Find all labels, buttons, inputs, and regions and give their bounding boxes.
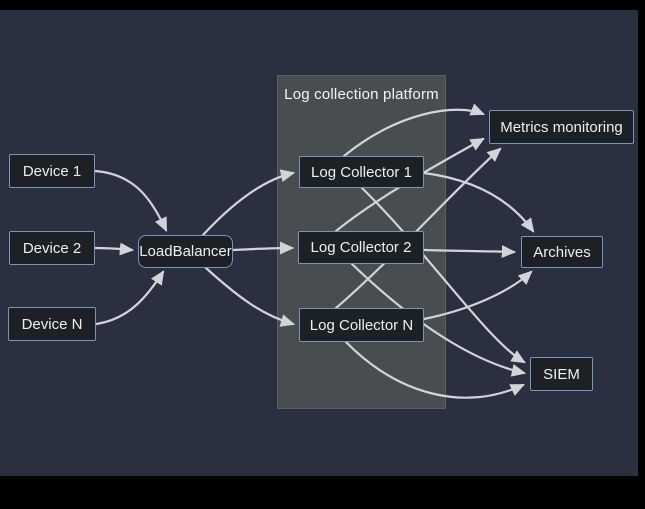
diagram-canvas: Log collection platform Device 1 Device … bbox=[0, 10, 638, 476]
edge-log-collector-1-metrics-monitoring bbox=[342, 103, 485, 158]
edge-log-collector-2-siem bbox=[350, 262, 527, 377]
node-label: SIEM bbox=[543, 365, 580, 383]
node-siem: SIEM bbox=[530, 357, 593, 391]
edge-device-n-loadbalancer bbox=[94, 270, 165, 326]
node-label: LoadBalancer bbox=[139, 243, 232, 260]
node-device-1: Device 1 bbox=[9, 154, 95, 188]
node-device-2: Device 2 bbox=[9, 231, 95, 265]
node-label: Log Collector N bbox=[309, 316, 414, 334]
edge-device-1-loadbalancer bbox=[93, 169, 168, 232]
node-label: Device N bbox=[21, 315, 83, 333]
node-archives: Archives bbox=[521, 236, 603, 268]
edge-device-2-loadbalancer bbox=[93, 242, 135, 256]
edge-loadbalancer-log-collector-1 bbox=[201, 169, 296, 237]
node-label: Log Collector 2 bbox=[310, 239, 412, 256]
node-label: Metrics monitoring bbox=[500, 118, 623, 136]
node-metrics-monitoring: Metrics monitoring bbox=[489, 110, 634, 144]
edge-loadbalancer-log-collector-2 bbox=[231, 241, 295, 255]
node-label: Device 1 bbox=[22, 162, 82, 180]
node-log-collector-n: Log Collector N bbox=[299, 308, 424, 342]
node-device-n: Device N bbox=[8, 307, 96, 341]
edge-log-collector-n-archives bbox=[422, 270, 533, 321]
edge-log-collector-1-archives bbox=[422, 171, 535, 233]
node-label: Archives bbox=[533, 243, 591, 261]
edge-log-collector-n-siem bbox=[344, 340, 525, 399]
node-loadbalancer: LoadBalancer bbox=[138, 235, 233, 268]
group-title: Log collection platform bbox=[284, 86, 439, 103]
edge-log-collector-1-siem bbox=[360, 186, 526, 364]
edges-layer bbox=[93, 103, 535, 399]
edge-loadbalancer-log-collector-n bbox=[204, 266, 296, 327]
node-label: Log Collector 1 bbox=[311, 163, 412, 181]
node-label: Device 2 bbox=[22, 239, 82, 257]
edge-log-collector-n-metrics-monitoring bbox=[334, 147, 502, 310]
node-log-collector-1: Log Collector 1 bbox=[299, 156, 424, 188]
edge-log-collector-2-archives bbox=[422, 245, 517, 259]
node-log-collector-2: Log Collector 2 bbox=[298, 231, 424, 264]
